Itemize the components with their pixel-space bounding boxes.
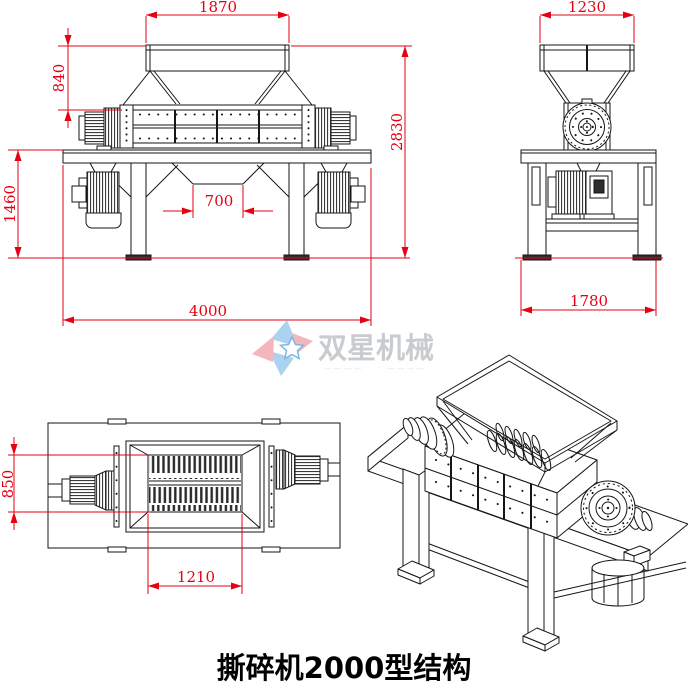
dim-side-stand-width: 1780 bbox=[515, 257, 663, 316]
front-legs bbox=[97, 162, 338, 261]
front-table bbox=[62, 149, 372, 164]
top-left-motor bbox=[61, 470, 115, 511]
iso-right-gear-motor bbox=[580, 480, 653, 536]
star-icon bbox=[278, 335, 306, 360]
side-table bbox=[520, 149, 657, 164]
iso-shredder-box bbox=[424, 412, 598, 539]
front-view bbox=[62, 44, 372, 261]
page-title: 撕碎机2000型结构 bbox=[217, 651, 472, 685]
isometric-view bbox=[367, 354, 688, 652]
dim-label-840: 840 bbox=[50, 64, 68, 93]
dim-discharge-width: 700 bbox=[163, 185, 273, 218]
iso-rotor-blades bbox=[486, 422, 552, 472]
dim-overall-length: 4000 bbox=[62, 165, 372, 326]
logo-company-name: 双星机械 bbox=[318, 331, 434, 365]
dim-label-850: 850 bbox=[0, 470, 17, 499]
iso-left-gear-motor bbox=[402, 416, 455, 458]
dim-label-700: 700 bbox=[205, 192, 234, 210]
front-right-gear-motor bbox=[315, 162, 366, 229]
top-dimensions: 850 1210 bbox=[0, 437, 243, 594]
side-hopper bbox=[539, 44, 635, 104]
top-view bbox=[47, 418, 341, 553]
dim-hopper-height: 840 bbox=[50, 28, 146, 128]
iso-rails bbox=[418, 539, 687, 599]
dim-label-4000: 4000 bbox=[189, 302, 227, 320]
top-right-motor bbox=[275, 449, 329, 490]
front-dimensions: 1870 840 2830 1460 700 bbox=[1, 0, 412, 326]
logo-pinwheel-icon bbox=[252, 320, 313, 376]
side-gear-motor bbox=[547, 162, 615, 229]
top-machine-frame bbox=[113, 440, 275, 533]
dim-overall-height: 2830 bbox=[291, 45, 412, 258]
logo: 双星机械 ———— · · ———— bbox=[252, 320, 434, 376]
front-right-drive-motor bbox=[314, 107, 357, 151]
dim-hopper-top-width: 1870 bbox=[145, 0, 290, 43]
side-legs bbox=[522, 162, 662, 261]
dim-label-1210: 1210 bbox=[177, 568, 215, 586]
front-hopper bbox=[122, 44, 313, 106]
dim-stand-height: 1460 bbox=[1, 149, 410, 259]
dim-label-2830: 2830 bbox=[388, 113, 406, 151]
iso-discharge-tub bbox=[591, 545, 651, 607]
front-left-drive-motor bbox=[78, 107, 121, 151]
dim-label-1780: 1780 bbox=[570, 292, 608, 310]
dim-label-1230: 1230 bbox=[568, 0, 606, 16]
side-dimensions: 1230 1780 bbox=[515, 0, 663, 316]
side-view bbox=[520, 44, 662, 261]
dim-chamber-length: 1210 bbox=[147, 514, 243, 594]
front-cutter-box bbox=[119, 104, 316, 149]
dim-chamber-width: 850 bbox=[0, 437, 150, 530]
dim-label-1870: 1870 bbox=[199, 0, 237, 16]
logo-tagline: ———— · · ———— bbox=[324, 364, 427, 373]
dim-side-hopper-width: 1230 bbox=[539, 0, 635, 43]
iso-legs bbox=[397, 467, 560, 652]
dim-label-1460: 1460 bbox=[1, 185, 19, 223]
front-discharge-chute bbox=[171, 162, 265, 185]
side-gear-coupling bbox=[562, 102, 612, 152]
front-left-gear-motor bbox=[71, 162, 122, 229]
